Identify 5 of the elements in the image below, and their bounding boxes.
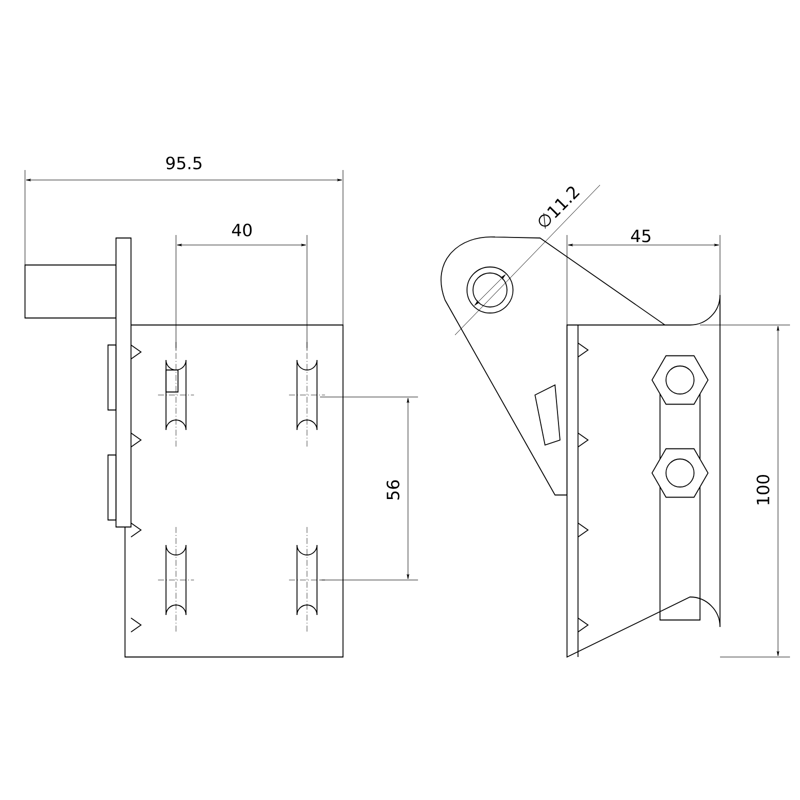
- dimension-label: 95.5: [166, 156, 202, 170]
- dimension-label: 56: [386, 480, 400, 500]
- dimension-label: 40: [232, 224, 252, 236]
- dimension-label: 45: [631, 230, 650, 242]
- dimension-label: 100: [756, 474, 770, 504]
